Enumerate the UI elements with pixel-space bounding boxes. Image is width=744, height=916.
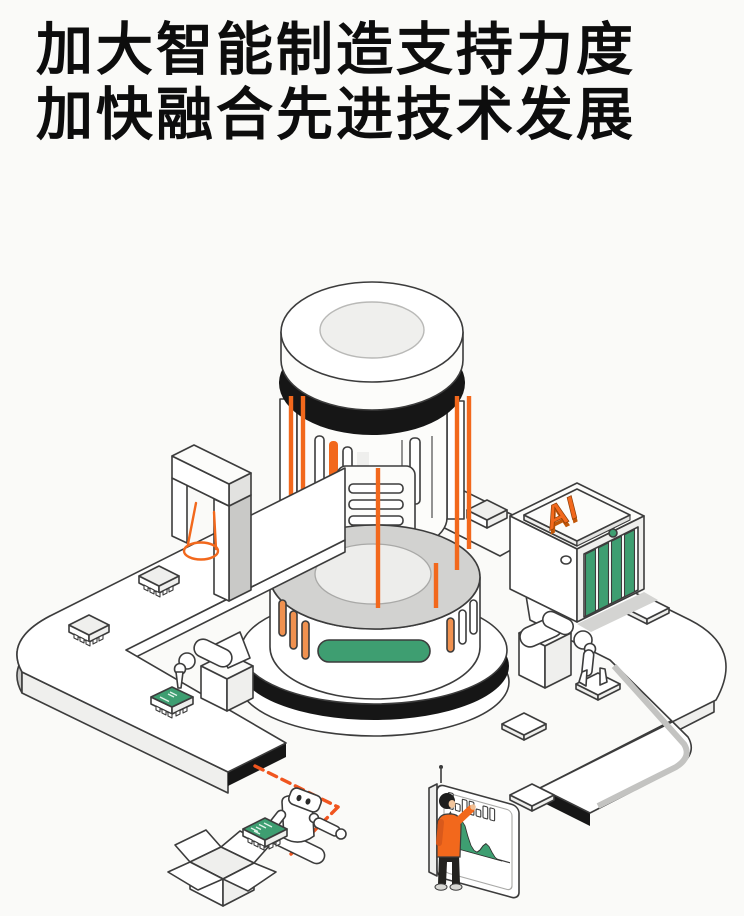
- conveyor-surface: [16, 467, 346, 773]
- cardboard-box: [167, 829, 277, 907]
- board-edge: [428, 783, 438, 877]
- central-machine: [238, 281, 510, 737]
- person-shoe: [434, 883, 448, 891]
- indicator-dot: [560, 555, 572, 565]
- claw-left: [578, 669, 588, 687]
- circuit-chip: [150, 686, 194, 719]
- person-right-arm: [452, 805, 475, 827]
- ai-sorting-machine: AI AI: [509, 482, 658, 632]
- laser-beams: [288, 396, 472, 608]
- pedestal-slat-orange: [301, 620, 310, 660]
- panel-tile: [501, 712, 547, 741]
- pedestal-slat: [469, 599, 478, 635]
- headline-line1: 加大智能制造支持力度: [36, 18, 636, 82]
- robot-eye: [305, 798, 311, 805]
- green-indicator-bar: [317, 639, 431, 663]
- person-legs: [438, 855, 460, 884]
- antenna-tip: [439, 765, 443, 769]
- pedestal-slat: [458, 609, 467, 645]
- pedestal-slat-orange: [446, 617, 455, 653]
- panel-tile: [509, 783, 555, 812]
- robot-arm-right: [518, 610, 608, 689]
- pedestal-slat-orange: [289, 610, 298, 650]
- mini-bar: [475, 808, 482, 818]
- scan-beam: [182, 501, 220, 561]
- microchip-icon: [68, 614, 110, 647]
- conveyor-end-cap: [228, 743, 286, 786]
- microchip-icon: [138, 565, 180, 598]
- circuit-board: [242, 817, 288, 851]
- robot-arm-left: [150, 631, 254, 719]
- machine-shadow: [577, 592, 658, 632]
- robot-head: [287, 787, 323, 813]
- microchip-icon: [466, 499, 508, 529]
- robot-eye: [296, 794, 302, 802]
- headline: 加大智能制造支持力度 加快融合先进技术发展: [36, 18, 636, 148]
- pedestal: [269, 524, 481, 700]
- tool-tip: [175, 671, 184, 689]
- packing-robot: [242, 787, 347, 865]
- person-left-arm: [436, 819, 444, 846]
- scanner-gate: [171, 444, 252, 602]
- conveyor-left: [16, 444, 346, 794]
- person-hand: [470, 804, 476, 810]
- person-face: [448, 800, 456, 808]
- mini-bar: [482, 805, 489, 820]
- shutter-door: [583, 526, 639, 618]
- mini-bar: [489, 807, 496, 822]
- headline-line2: 加快融合先进技术发展: [36, 82, 636, 147]
- top-disc-inner: [319, 301, 425, 359]
- pedestal-slat-orange: [278, 599, 287, 637]
- ai-plate: AI AI: [523, 487, 631, 547]
- claw-right: [599, 667, 608, 686]
- robot-fist: [335, 828, 347, 840]
- analyst-person: [434, 793, 476, 891]
- packing-station: [167, 764, 347, 907]
- indicator-dot-green: [608, 528, 618, 538]
- person-shoe: [449, 883, 463, 891]
- conveyor-inner-stripe: [596, 663, 690, 809]
- mini-bar: [454, 802, 461, 812]
